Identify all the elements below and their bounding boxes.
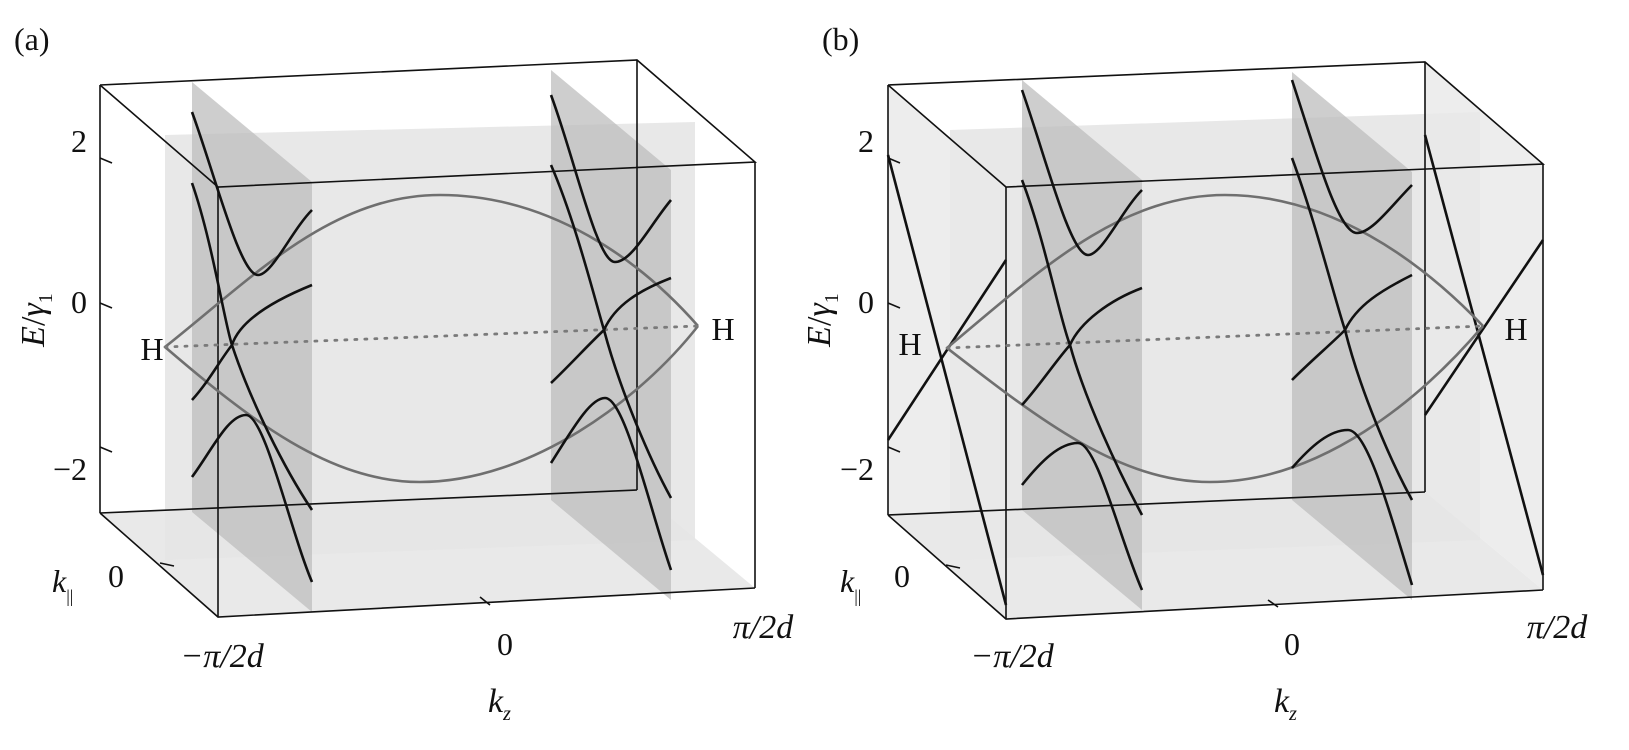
k-trace-curves: [163, 193, 700, 484]
ylabel-gamma: γ: [15, 302, 52, 317]
axis-ticks: [99, 157, 491, 606]
x-axis-label: kz: [488, 683, 511, 725]
ytick-label: 2: [71, 123, 87, 159]
x-axis-label: kz: [1274, 683, 1297, 725]
kpar-label: k||: [840, 563, 861, 606]
ytick-label: 2: [858, 123, 874, 159]
ylabel-slash: /: [15, 316, 52, 326]
bands-left: [1020, 89, 1144, 591]
ytick-label: 0: [858, 284, 874, 320]
bands-right: [1290, 79, 1414, 586]
outer-crossing-lines: [886, 134, 1545, 606]
point-h-right: H: [1504, 311, 1527, 347]
ytick-label: 0: [71, 284, 87, 320]
xtick-label: −π/2d: [180, 638, 264, 675]
plane-left-dark: [192, 82, 312, 612]
ytick-label: −2: [840, 451, 874, 487]
xtick-label: 0: [497, 626, 513, 662]
point-h-left: H: [140, 331, 163, 367]
panel-a: (a) 2 0 −2 E/γ1 H H k|| 0 −π/2d 0 π/2d k…: [14, 21, 794, 725]
panel-label: (b): [822, 21, 859, 57]
k-trace-curves: [945, 193, 1485, 484]
svg-text:E/γ1: E/γ1: [15, 293, 57, 348]
plane-right-dark: [1292, 72, 1412, 600]
xtick-label: 0: [1284, 626, 1300, 662]
xtick-label: π/2d: [1527, 609, 1588, 646]
ylabel-e: E: [801, 326, 838, 348]
bounding-box: [99, 59, 758, 618]
plane-right-dark: [551, 70, 671, 600]
ylabel-sub: 1: [821, 293, 843, 303]
ylabel-slash: /: [801, 316, 838, 326]
ylabel-gamma: γ: [801, 302, 838, 317]
kpar-tick-label: 0: [108, 558, 124, 594]
y-axis-label: E/γ1: [15, 293, 57, 348]
ylabel-sub: 1: [35, 293, 57, 303]
point-h-left: H: [898, 326, 921, 362]
bands-left: [190, 111, 314, 583]
panel-label: (a): [14, 21, 50, 57]
ytick-label: −2: [53, 451, 87, 487]
point-h-right: H: [711, 311, 734, 347]
ylabel-e: E: [15, 326, 52, 348]
xtick-label: −π/2d: [970, 638, 1054, 675]
xtick-label: π/2d: [733, 609, 794, 646]
bounding-box: [887, 61, 1546, 620]
bands-right: [549, 94, 673, 571]
y-axis-label: E/γ1: [801, 293, 843, 348]
svg-text:E/γ1: E/γ1: [801, 293, 843, 348]
kpar-label: k||: [52, 563, 73, 606]
kpar-tick-label: 0: [894, 558, 910, 594]
panel-b: (b) 2 0 −2 E/γ1 H H k|| 0 −π/2d 0 π/2d k…: [801, 21, 1588, 725]
plane-left-dark: [1022, 80, 1142, 610]
